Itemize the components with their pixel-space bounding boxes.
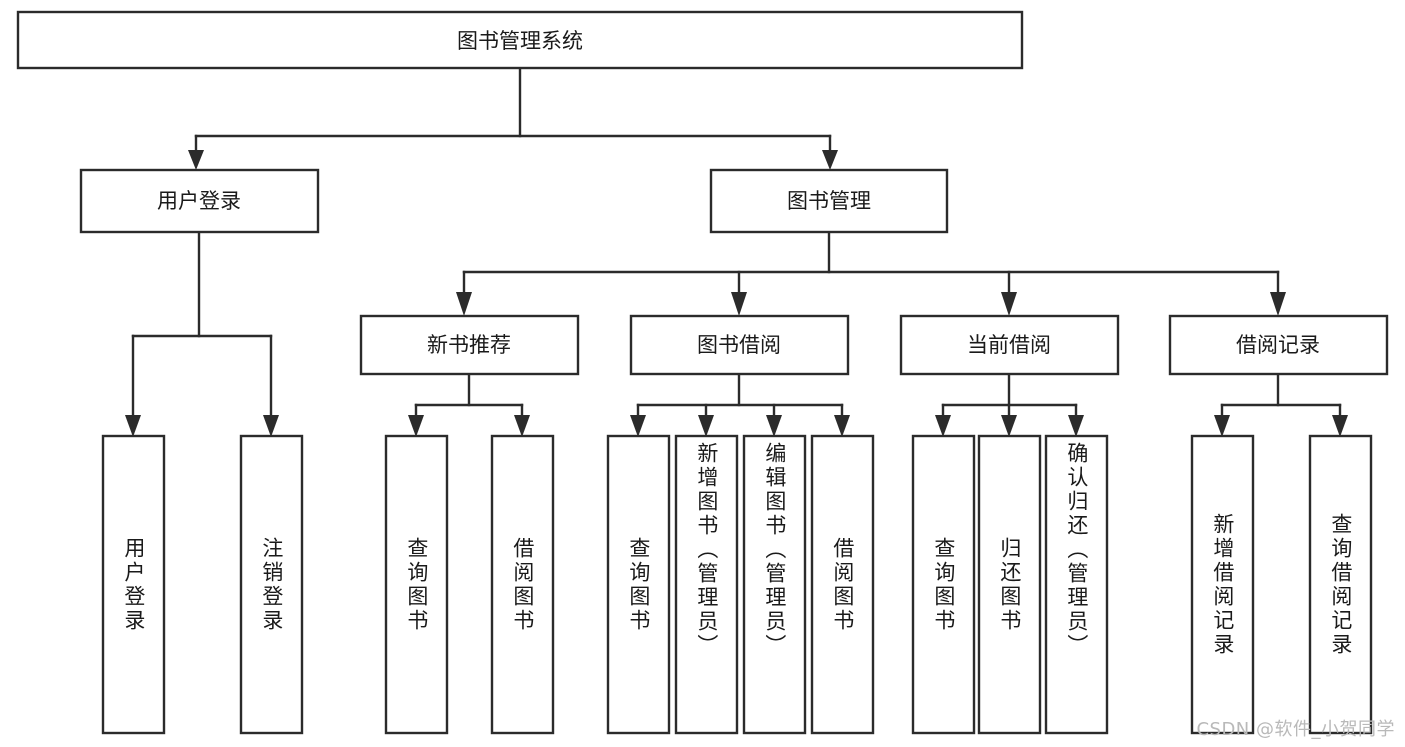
node-root[interactable]: [16, 10, 1024, 70]
node-leaf-query-book-1[interactable]: [384, 434, 449, 735]
node-leaf-confirm-return[interactable]: [1044, 434, 1109, 735]
node-user-login-label: 用户登录: [157, 189, 241, 213]
arrow-head-book-borrow: [731, 292, 747, 316]
node-book-manage[interactable]: [709, 168, 949, 234]
node-current-borrow-label: 当前借阅: [967, 333, 1051, 357]
arrow-head-leaf-add-book: [698, 415, 714, 437]
node-root-label: 图书管理系统: [457, 29, 583, 53]
arrow-head-leaf-confirm-return: [1068, 415, 1084, 437]
arrow-head-leaf-query-book-3: [935, 415, 951, 437]
arrow-head-leaf-user-login: [125, 415, 141, 437]
connector-layer: [125, 66, 1348, 437]
node-borrow-record-label: 借阅记录: [1236, 333, 1320, 357]
node-book-manage-label: 图书管理: [787, 189, 871, 213]
node-borrow-record[interactable]: [1168, 314, 1389, 376]
node-leaf-query-record[interactable]: [1308, 434, 1373, 735]
node-layer: 图书管理系统 用户登录 图书管理 新书推荐 图书借阅 当前借阅 借阅记录: [16, 10, 1389, 735]
node-leaf-edit-book[interactable]: [742, 434, 807, 735]
node-new-book-recommend-label: 新书推荐: [427, 333, 511, 357]
node-leaf-add-record[interactable]: [1190, 434, 1255, 735]
node-current-borrow[interactable]: [899, 314, 1120, 376]
node-leaf-borrow-book-2[interactable]: [810, 434, 875, 735]
node-leaf-return-book[interactable]: [977, 434, 1042, 735]
node-new-book-recommend[interactable]: [359, 314, 580, 376]
csdn-watermark: CSDN @软件_小贺同学: [1196, 719, 1395, 740]
arrow-head-leaf-edit-book: [766, 415, 782, 437]
arrow-head-leaf-add-record: [1214, 415, 1230, 437]
node-leaf-query-book-2[interactable]: [606, 434, 671, 735]
arrow-head-leaf-borrow-book-2: [834, 415, 850, 437]
node-book-borrow-label: 图书借阅: [697, 333, 781, 357]
arrow-head-leaf-query-book-2: [630, 415, 646, 437]
arrow-head-leaf-query-record: [1332, 415, 1348, 437]
node-leaf-borrow-book-1[interactable]: [490, 434, 555, 735]
arrow-head-user-login: [188, 150, 204, 170]
node-leaf-logout[interactable]: [239, 434, 304, 735]
node-book-borrow[interactable]: [629, 314, 850, 376]
arrow-head-borrow-record: [1270, 292, 1286, 316]
arrow-head-book-manage: [822, 150, 838, 170]
arrow-head-leaf-logout: [263, 415, 279, 437]
node-leaf-user-login[interactable]: [101, 434, 166, 735]
node-leaf-add-book[interactable]: [674, 434, 739, 735]
arrow-head-leaf-query-book-1: [408, 415, 424, 437]
node-leaf-query-book-3[interactable]: [911, 434, 976, 735]
arrow-head-leaf-return-book: [1001, 415, 1017, 437]
arrow-head-leaf-borrow-book-1: [514, 415, 530, 437]
node-user-login[interactable]: [79, 168, 320, 234]
arrow-head-new-book-recommend: [456, 292, 472, 316]
arrow-head-current-borrow: [1001, 292, 1017, 316]
